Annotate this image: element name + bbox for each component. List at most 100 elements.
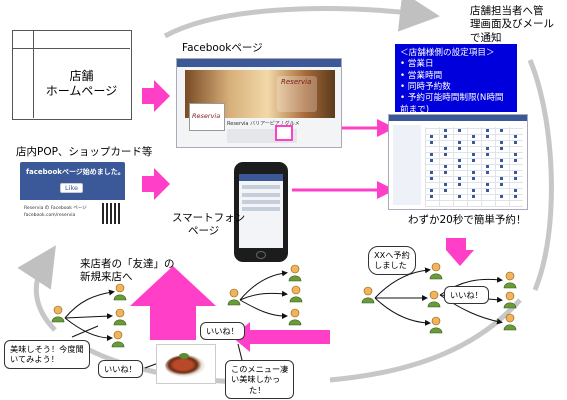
booking-slot-mark: [430, 195, 433, 198]
person-icon: [288, 308, 302, 326]
booking-slot-mark: [458, 177, 461, 180]
booking-slot-mark: [514, 135, 517, 138]
reserve-tab[interactable]: [275, 125, 293, 141]
booking-slot-mark: [430, 171, 433, 174]
speech-bubble-tasty: 美味しそう！今度聞 いてみよう！: [4, 340, 90, 369]
booking-slot-mark: [486, 183, 489, 186]
booking-slot-mark: [514, 195, 517, 198]
booking-slot-mark: [444, 147, 447, 150]
booking-slot-mark: [514, 171, 517, 174]
profile-logo-text: Reservia: [192, 112, 221, 120]
booking-slot-mark: [458, 147, 461, 150]
booking-slot-mark: [430, 189, 433, 192]
booking-slot-mark: [458, 129, 461, 132]
booking-slot-mark: [444, 171, 447, 174]
shop-card-text-1: Reservia の Facebook ページ: [24, 206, 87, 211]
person-icon: [429, 262, 443, 280]
cycle-ellipse: [17, 0, 554, 385]
booking-slot-mark: [514, 153, 517, 156]
booking-slot-mark: [514, 189, 517, 192]
facebook-page-screenshot: Reservia Reservia Reservia バリアーピア / グルメ: [176, 58, 342, 148]
booking-slot-mark: [472, 141, 475, 144]
booking-slot-mark: [486, 189, 489, 192]
arrow-icon: [446, 238, 474, 266]
person-icon: [51, 305, 65, 323]
person-icon: [503, 313, 517, 331]
booking-slot-mark: [458, 195, 461, 198]
booking-slot-mark: [486, 147, 489, 150]
person-icon: [111, 330, 125, 348]
smartphone-icon: [234, 162, 288, 262]
qr-code-icon: [102, 203, 121, 224]
booking-slot-mark: [458, 183, 461, 186]
new-visitors-label: 来店者の「友達」の 新規来店へ: [80, 258, 175, 284]
booking-slot-mark: [486, 129, 489, 132]
booking-slot-mark: [500, 159, 503, 162]
speech-bubble-like-right: いいね！: [444, 286, 489, 305]
person-icon: [113, 308, 127, 326]
booking-slot-mark: [472, 195, 475, 198]
booking-slot-mark: [472, 153, 475, 156]
booking-grid: [425, 127, 523, 207]
booking-slot-mark: [514, 141, 517, 144]
booking-slot-mark: [444, 129, 447, 132]
booking-slot-mark: [430, 135, 433, 138]
person-icon: [503, 291, 517, 309]
booking-slot-mark: [430, 153, 433, 156]
arrow-icon: [142, 168, 170, 200]
person-icon: [289, 285, 303, 303]
person-icon: [361, 286, 375, 304]
homepage-label-line2: ホームページ: [45, 84, 118, 98]
booking-slot-mark: [444, 135, 447, 138]
food-photo: [156, 344, 216, 384]
booking-slot-mark: [472, 135, 475, 138]
shop-card-text-2: facebook.com/reservia: [24, 213, 76, 218]
speech-bubble-menu: このメニュー凄 い美味しかっ た！: [225, 360, 295, 399]
booking-slot-mark: [458, 165, 461, 168]
smartphone-label: スマートフォン ページ: [172, 212, 246, 238]
arrow-icon: [232, 322, 330, 352]
booking-slot-mark: [500, 177, 503, 180]
booking-slot-mark: [472, 177, 475, 180]
booking-slot-mark: [514, 159, 517, 162]
booking-slot-mark: [500, 165, 503, 168]
booking-slot-mark: [486, 165, 489, 168]
booking-slot-mark: [500, 129, 503, 132]
booking-slot-mark: [430, 141, 433, 144]
booking-slot-mark: [444, 189, 447, 192]
booking-slot-mark: [500, 183, 503, 186]
settings-item: • 同時予約数: [400, 82, 451, 93]
booking-slot-mark: [486, 135, 489, 138]
speech-bubble-like-food: いいね！: [98, 360, 143, 379]
shop-card: facebookページ始めました。 Like Reservia の Facebo…: [20, 162, 125, 228]
booking-slot-mark: [430, 159, 433, 162]
booking-slot-mark: [444, 183, 447, 186]
speech-bubble-like-center: いいね！: [200, 322, 245, 341]
booking-slot-mark: [430, 177, 433, 180]
facebook-page-label: Facebookページ: [182, 42, 263, 54]
person-icon: [427, 290, 441, 308]
settings-title: ＜店舗様側の設定項目＞: [400, 48, 495, 58]
shop-card-label: 店内POP、ショップカード等: [16, 146, 153, 158]
booking-slot-mark: [514, 177, 517, 180]
speech-bubble-reserved: XXへ予約 しました: [368, 246, 416, 275]
booking-slot-mark: [444, 153, 447, 156]
homepage-label-line1: 店舗: [69, 69, 94, 83]
cover-script-text: Reservia: [281, 78, 312, 86]
shop-card-title: facebookページ始めました。: [26, 168, 125, 176]
booking-slot-mark: [500, 141, 503, 144]
booking-slot-mark: [500, 147, 503, 150]
booking-slot-mark: [458, 159, 461, 162]
booking-slot-mark: [486, 153, 489, 156]
arrow-icon: [130, 266, 216, 340]
person-icon: [227, 288, 241, 306]
settings-box: ＜店舗様側の設定項目＞ • 営業日• 営業時間• 同時予約数• 予約可能時間制限…: [395, 44, 517, 115]
person-icon: [113, 283, 127, 301]
profile-picture: Reservia: [189, 103, 225, 131]
notification-text: 店舗担当者へ管 理画面及びメール で通知: [470, 5, 554, 44]
booking-slot-mark: [472, 171, 475, 174]
settings-item: • 営業時間: [400, 70, 443, 81]
booking-slot-mark: [472, 159, 475, 162]
homepage-wireframe: 店舗 ホームページ: [12, 30, 132, 120]
